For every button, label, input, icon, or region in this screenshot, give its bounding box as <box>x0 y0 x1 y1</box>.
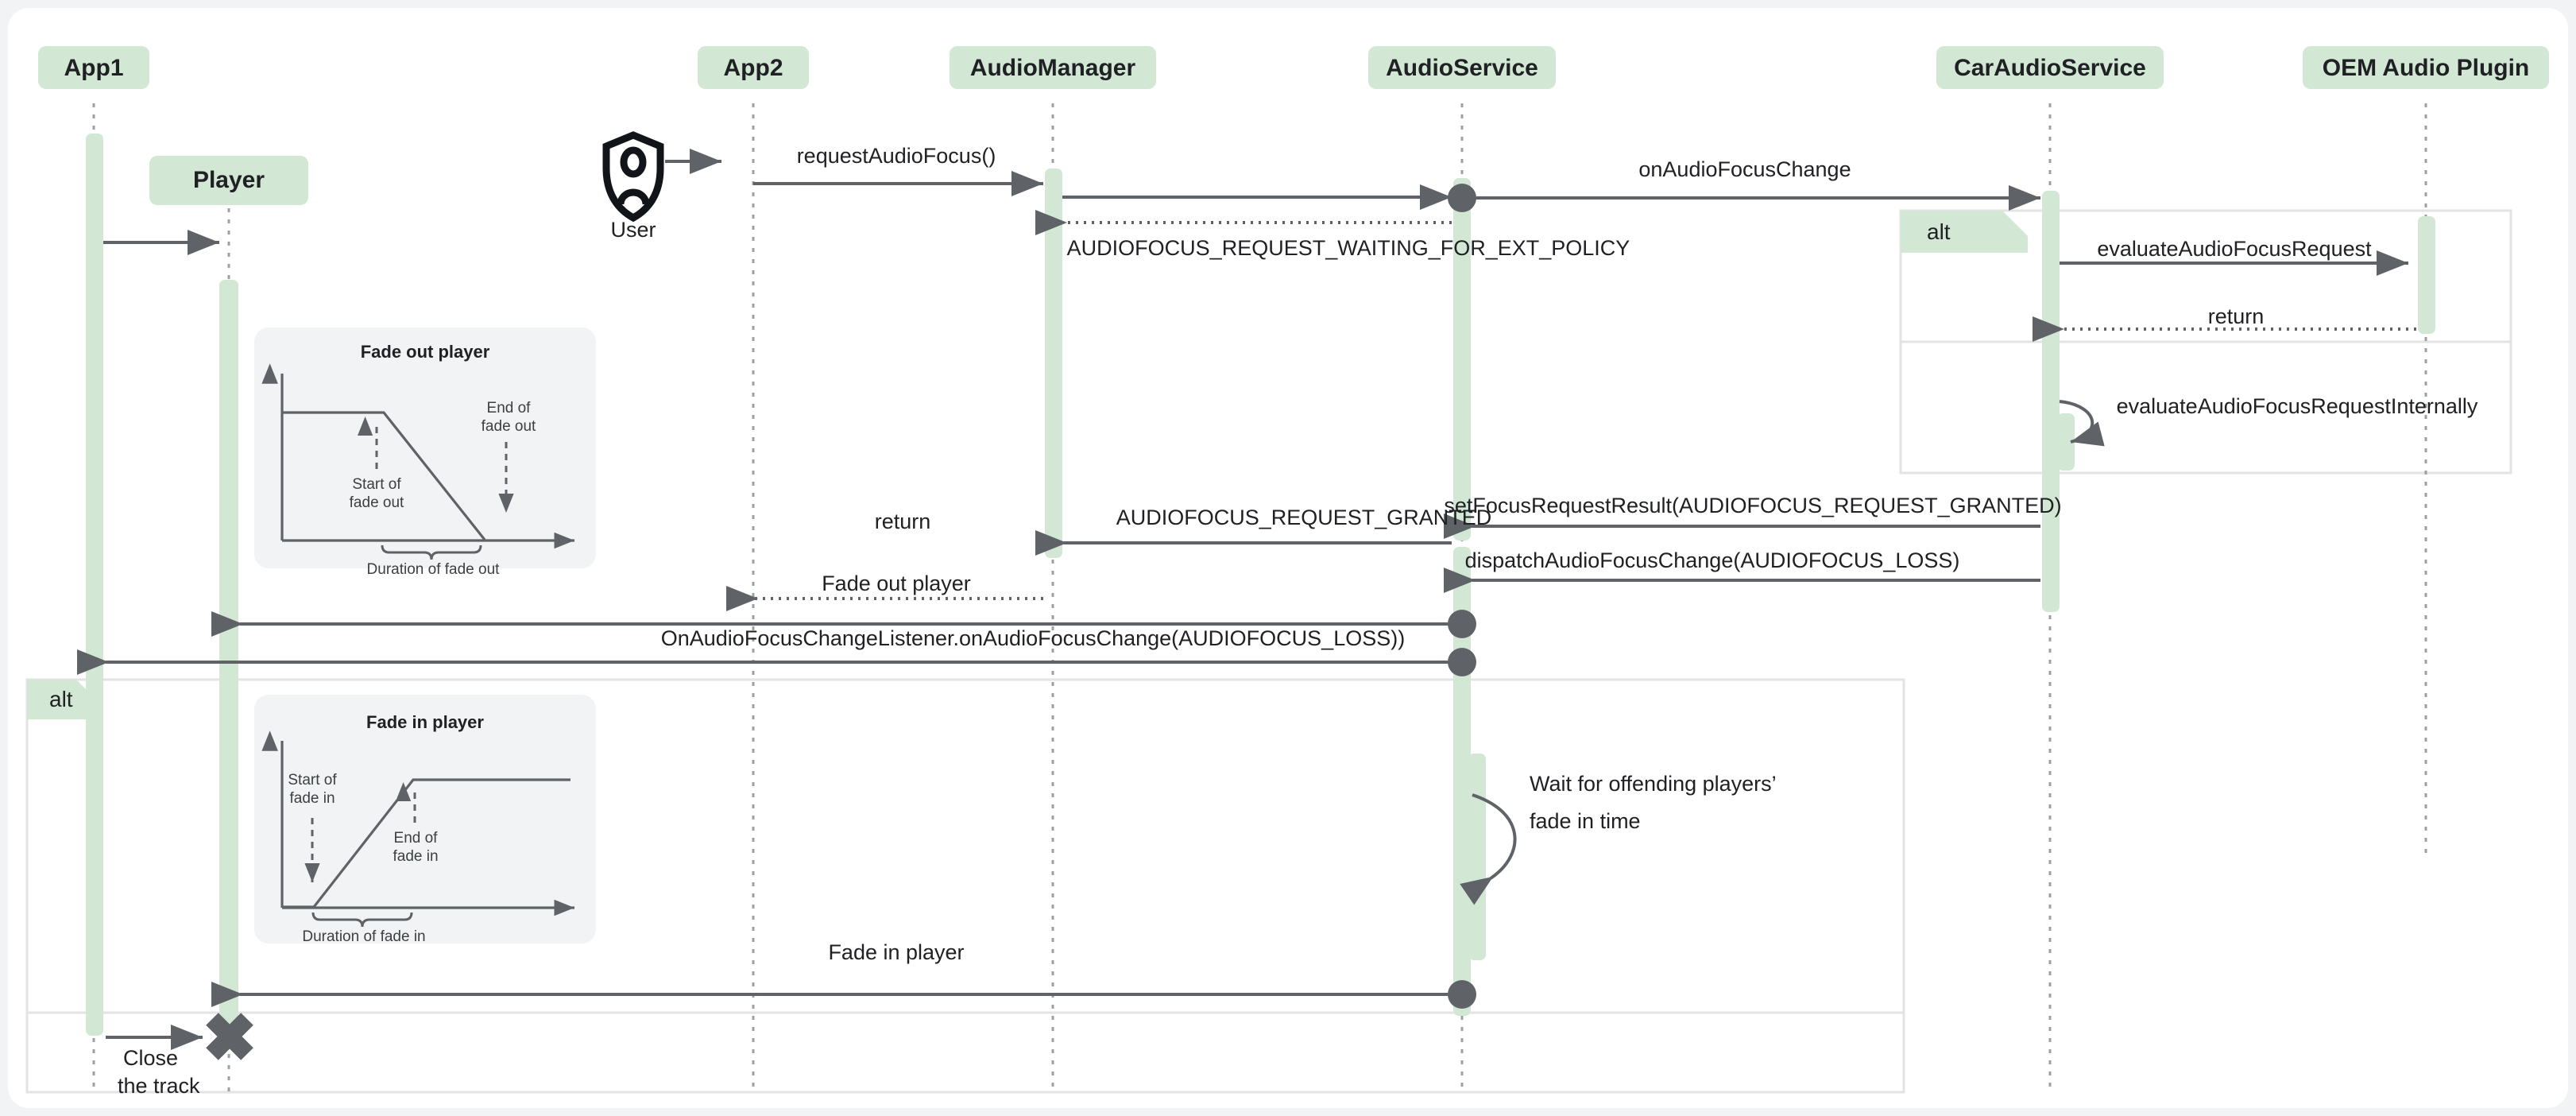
label-fade-out-player: Fade out player <box>822 572 971 595</box>
activation-caraudioservice-self <box>2057 413 2075 471</box>
arrow-self-wait-fadein <box>1460 793 1517 905</box>
participant-player[interactable]: Player <box>149 156 308 205</box>
alt-fragment-left: alt <box>25 678 1905 1094</box>
participant-app2[interactable]: App2 <box>698 46 809 89</box>
label-evaluateaudiofocusrequest: evaluateAudioFocusRequest <box>2097 237 2372 261</box>
activation-caraudioservice <box>2042 191 2060 612</box>
fade-in-duration-label: Duration of fade in <box>302 928 425 945</box>
fade-in-end-line2: fade in <box>393 848 438 865</box>
fade-in-series <box>282 778 571 909</box>
activation-bars <box>86 134 2435 1037</box>
fade-out-chart-title: Fade out player <box>361 342 490 362</box>
participant-label-caraudioservice: CarAudioService <box>1954 55 2146 81</box>
label-oem-return: return <box>2208 304 2265 328</box>
label-dispatchaudiofocuschange: dispatchAudioFocusChange(AUDIOFOCUS_LOSS… <box>1465 548 1960 572</box>
participant-label-oemplugin: OEM Audio Plugin <box>2323 55 2530 81</box>
activation-oemplugin <box>2418 216 2435 334</box>
label-requestaudiofocus: requestAudioFocus() <box>797 144 996 168</box>
fade-out-duration-brace <box>381 544 482 560</box>
actor-user: User <box>602 131 664 242</box>
label-close-track-line1: Close <box>123 1046 178 1070</box>
arrow-self-evaluate-internally <box>2059 400 2105 447</box>
shield-person-icon <box>602 131 664 223</box>
participants: App1 Player App2 AudioManager AudioServi… <box>38 46 2549 205</box>
participant-audioservice[interactable]: AudioService <box>1368 46 1556 89</box>
note-wait-fadein-line2: fade in time <box>1530 809 1641 833</box>
actor-label-user: User <box>610 218 656 242</box>
activation-app1 <box>86 134 103 1036</box>
label-onaudiofocuschange: onAudioFocusChange <box>1638 157 1851 181</box>
note-wait-fadein-line1: Wait for offending players’ <box>1530 772 1777 796</box>
participant-label-audioservice: AudioService <box>1386 55 1538 81</box>
label-fade-in-player: Fade in player <box>828 940 964 964</box>
label-onaudiofocuschangelistener: OnAudioFocusChangeListener.onAudioFocusC… <box>661 626 1405 650</box>
activation-audiomanager <box>1045 169 1062 558</box>
fade-out-series <box>282 411 486 541</box>
fade-in-duration-brace <box>311 912 413 928</box>
fade-out-end-line2: fade out <box>482 418 536 435</box>
label-setfocusrequestresult: setFocusRequestResult(AUDIOFOCUS_REQUEST… <box>1444 494 2061 517</box>
fade-in-chart-title: Fade in player <box>366 712 484 732</box>
fade-out-start-line2: fade out <box>350 494 404 511</box>
activation-audioservice-self <box>1468 754 1486 960</box>
label-am-return: return <box>875 510 931 533</box>
participant-audiomanager[interactable]: AudioManager <box>950 46 1156 89</box>
fade-in-start-line2: fade in <box>289 790 335 807</box>
label-audiofocus-request-granted: AUDIOFOCUS_REQUEST_GRANTED <box>1116 506 1492 529</box>
activation-audioservice-1 <box>1453 178 1471 541</box>
activation-audioservice-2 <box>1453 547 1471 1016</box>
alt-fragment-right: alt <box>1899 209 2512 475</box>
fade-out-start-line1: Start of <box>352 476 401 493</box>
fade-out-duration-label: Duration of fade out <box>367 561 501 578</box>
participant-oemplugin[interactable]: OEM Audio Plugin <box>2303 46 2549 89</box>
participant-app1[interactable]: App1 <box>38 46 149 89</box>
message-labels: requestAudioFocus() onAudioFocusChange A… <box>118 144 2478 1098</box>
alt-label-left: alt <box>49 687 73 711</box>
participant-label-player: Player <box>193 167 265 193</box>
label-close-track-line2: the track <box>118 1074 200 1098</box>
messages <box>77 149 2416 1050</box>
label-waiting-for-ext-policy: AUDIOFOCUS_REQUEST_WAITING_FOR_EXT_POLIC… <box>1067 236 1630 260</box>
alt-label-right: alt <box>1927 219 1951 244</box>
participant-label-app1: App1 <box>64 55 124 81</box>
fade-in-start-line1: Start of <box>288 772 337 789</box>
participant-label-app2: App2 <box>724 55 783 81</box>
fade-out-chart: Fade out player Start of fade out End of… <box>254 327 596 578</box>
activation-player <box>219 280 238 1037</box>
participant-caraudioservice[interactable]: CarAudioService <box>1936 46 2164 89</box>
destroy-x-icon <box>206 1013 253 1060</box>
participant-label-audiomanager: AudioManager <box>970 55 1136 81</box>
fade-out-end-line1: End of <box>487 400 532 417</box>
label-evaluate-internally: evaluateAudioFocusRequestInternally <box>2117 394 2478 418</box>
fade-in-chart: Fade in player Start of fade in End of f… <box>254 695 596 945</box>
fade-in-end-line1: End of <box>394 830 439 847</box>
